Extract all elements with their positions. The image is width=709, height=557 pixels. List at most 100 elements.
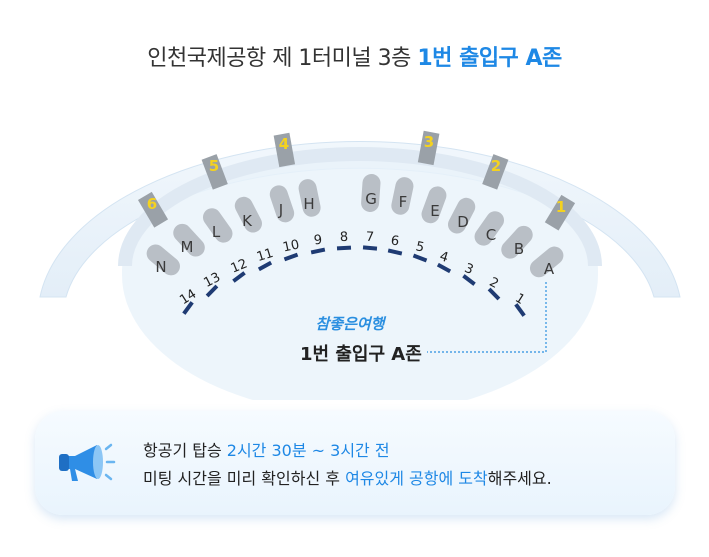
notice-box: 항공기 탑승 2시간 30분 ~ 3시간 전 미팅 시간을 미리 확인하신 후 … bbox=[35, 411, 675, 515]
counter-island bbox=[173, 223, 205, 257]
zone-pointer-line bbox=[427, 282, 547, 353]
pillar-shape bbox=[544, 194, 576, 231]
gate-9: 9 bbox=[310, 233, 326, 255]
counter-island bbox=[298, 179, 321, 217]
gate-marker bbox=[182, 301, 194, 315]
gate-7: 7 bbox=[362, 230, 378, 251]
pillar-6: 6 bbox=[137, 191, 169, 228]
gate-12: 12 bbox=[229, 256, 250, 283]
gate-marker bbox=[412, 253, 428, 263]
gate-marker bbox=[387, 248, 403, 256]
pillar-number: 2 bbox=[491, 157, 501, 175]
pillar-number: 1 bbox=[556, 198, 566, 216]
gate-number: 6 bbox=[390, 234, 400, 250]
counter-island bbox=[202, 208, 233, 243]
notice-line-2-highlight: 여유있게 공항에 도착 bbox=[345, 469, 488, 488]
counter-label: K bbox=[242, 212, 253, 230]
pillar-shape bbox=[482, 154, 509, 190]
pillar-3: 3 bbox=[417, 130, 440, 166]
gate-marker bbox=[205, 284, 219, 298]
gate-14: 14 bbox=[177, 287, 199, 315]
counter-label: N bbox=[155, 258, 166, 276]
zone-label: 1번 출입구 A존 bbox=[300, 344, 422, 365]
gate-marker bbox=[257, 260, 273, 272]
gate-number: 13 bbox=[201, 270, 223, 291]
counter-island bbox=[529, 246, 564, 278]
title-prefix: 인천국제공항 제 1터미널 3층 bbox=[147, 46, 418, 71]
notice-line-1-highlight: 2시간 30분 ~ 3시간 전 bbox=[226, 441, 390, 460]
counter-label: C bbox=[486, 226, 496, 244]
counter-label: J bbox=[278, 201, 283, 219]
counter-J: J bbox=[269, 185, 295, 223]
gate-8: 8 bbox=[336, 230, 352, 251]
gate-11: 11 bbox=[255, 246, 275, 272]
title-highlight: 1번 출입구 A존 bbox=[417, 46, 562, 71]
counter-label: A bbox=[544, 260, 555, 278]
gate-marker bbox=[436, 262, 452, 274]
notice-line-2-prefix: 미팅 시간을 미리 확인하신 후 bbox=[143, 469, 346, 488]
counter-island bbox=[421, 186, 447, 224]
counter-island bbox=[269, 185, 295, 223]
counter-island bbox=[474, 211, 505, 246]
gate-marker bbox=[283, 252, 299, 262]
gate-marker bbox=[514, 303, 526, 317]
pillar-number: 5 bbox=[209, 157, 219, 175]
counter-C: C bbox=[474, 211, 505, 246]
counter-F: F bbox=[391, 177, 414, 215]
gate-number: 12 bbox=[229, 256, 250, 276]
gate-marker bbox=[487, 287, 501, 301]
pillar-shape bbox=[273, 132, 296, 168]
counter-island bbox=[361, 174, 381, 212]
counter-M: M bbox=[173, 223, 205, 257]
gate-number: 5 bbox=[414, 239, 425, 255]
gate-number: 9 bbox=[313, 233, 323, 249]
pillar-shape bbox=[417, 130, 440, 166]
pillar-5: 5 bbox=[201, 154, 228, 190]
pillars: 1 2 3 4 5 6 bbox=[137, 130, 576, 231]
pillar-2: 2 bbox=[482, 154, 509, 190]
page-title: 인천국제공항 제 1터미널 3층 1번 출입구 A존 bbox=[0, 40, 709, 72]
counter-label: L bbox=[212, 223, 221, 241]
pillar-number: 3 bbox=[424, 133, 434, 151]
counter-D: D bbox=[447, 197, 476, 234]
notice-line-2: 미팅 시간을 미리 확인하신 후 여유있게 공항에 도착해주세요. bbox=[143, 465, 552, 489]
counter-island bbox=[146, 244, 180, 276]
megaphone-icon bbox=[59, 443, 116, 481]
brand-logo: 참좋은여행 bbox=[315, 315, 385, 333]
pillar-shape bbox=[201, 154, 228, 190]
counter-label: G bbox=[365, 190, 377, 208]
counter-E: E bbox=[421, 186, 447, 224]
gate-marker bbox=[462, 274, 476, 286]
counter-G: G bbox=[361, 174, 381, 212]
counter-label: M bbox=[181, 238, 194, 256]
counter-label: H bbox=[303, 195, 314, 213]
gate-marker bbox=[232, 271, 246, 283]
gate-number: 8 bbox=[340, 230, 349, 245]
counter-N: N bbox=[146, 244, 180, 276]
gate-number: 14 bbox=[177, 287, 199, 309]
pillar-number: 6 bbox=[147, 195, 157, 213]
gate-6: 6 bbox=[387, 234, 403, 256]
counter-island bbox=[447, 197, 476, 234]
gate-13: 13 bbox=[201, 270, 223, 298]
notice-line-2-suffix: 해주세요. bbox=[487, 469, 552, 488]
pillar-4: 4 bbox=[273, 132, 296, 168]
counter-island bbox=[501, 225, 533, 259]
counter-A: A bbox=[529, 246, 564, 278]
gate-marker bbox=[336, 245, 352, 251]
counter-K: K bbox=[234, 196, 262, 233]
gate-5: 5 bbox=[412, 239, 428, 263]
counter-H: H bbox=[298, 179, 321, 217]
gate-number: 11 bbox=[255, 246, 275, 265]
gate-number: 10 bbox=[281, 237, 300, 255]
counter-island bbox=[234, 196, 262, 233]
pillar-1: 1 bbox=[544, 194, 576, 231]
gate-10: 10 bbox=[281, 237, 301, 262]
counter-label: B bbox=[514, 240, 524, 258]
gate-number: 7 bbox=[365, 230, 374, 245]
counter-island bbox=[391, 177, 414, 215]
counter-label: F bbox=[399, 193, 408, 211]
